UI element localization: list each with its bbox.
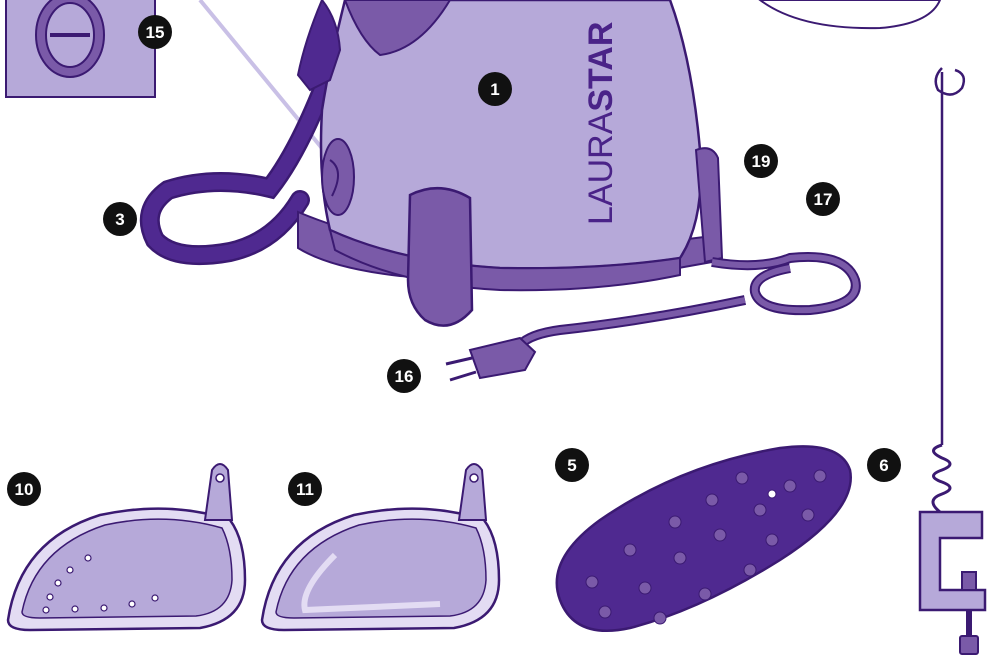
callout-10: 10 bbox=[7, 472, 41, 506]
iron-rest-mat bbox=[557, 446, 851, 630]
callout-16: 16 bbox=[387, 359, 421, 393]
top-right-partial-shape bbox=[760, 0, 940, 28]
callout-10-label: 10 bbox=[15, 480, 34, 499]
soleplate-10 bbox=[8, 464, 245, 630]
power-plug bbox=[446, 338, 535, 380]
callout-1-label: 1 bbox=[490, 80, 499, 99]
callout-11: 11 bbox=[288, 472, 322, 506]
callout-6: 6 bbox=[867, 448, 901, 482]
callout-5-label: 5 bbox=[567, 456, 576, 475]
detail-inset bbox=[6, 0, 155, 97]
callout-6-label: 6 bbox=[879, 456, 888, 475]
callout-11-label: 11 bbox=[296, 480, 314, 499]
brand-wordmark: LAURASTAR bbox=[582, 22, 620, 225]
callout-16-label: 16 bbox=[395, 367, 414, 386]
callout-3: 3 bbox=[103, 202, 137, 236]
hose-support-rod bbox=[920, 68, 985, 654]
callout-19: 19 bbox=[744, 144, 778, 178]
callout-19-label: 19 bbox=[752, 152, 771, 171]
callout-17: 17 bbox=[806, 182, 840, 216]
callout-15: 15 bbox=[138, 15, 172, 49]
callout-3-label: 3 bbox=[115, 210, 124, 229]
callout-5: 5 bbox=[555, 448, 589, 482]
callout-1: 1 bbox=[478, 72, 512, 106]
callout-17-label: 17 bbox=[814, 190, 833, 209]
steam-generator-body bbox=[298, 0, 722, 326]
callout-15-label: 15 bbox=[146, 23, 165, 42]
